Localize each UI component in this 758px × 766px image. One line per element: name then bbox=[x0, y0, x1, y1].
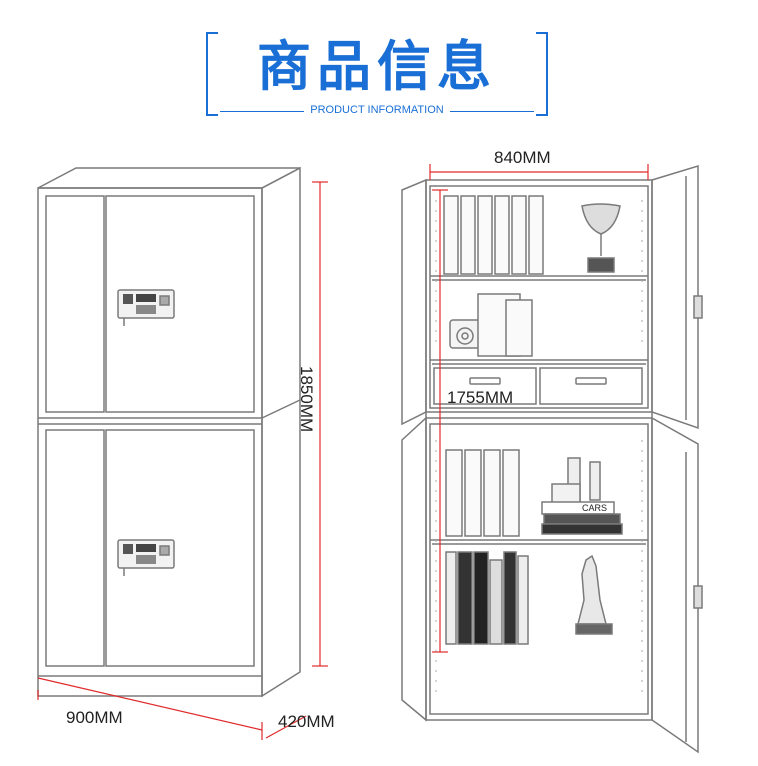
keypad-lock-lower bbox=[117, 539, 175, 576]
depth-label: 420MM bbox=[278, 712, 335, 731]
lower-left-door bbox=[45, 429, 105, 667]
header-bracket-left bbox=[206, 32, 218, 116]
open-cabinet bbox=[401, 164, 703, 754]
binders-upper bbox=[443, 195, 544, 275]
page-title: 商品信息 bbox=[257, 35, 497, 98]
page-subtitle: PRODUCT INFORMATION bbox=[206, 104, 548, 116]
width-label: 900MM bbox=[66, 708, 123, 727]
cabinet-front bbox=[37, 187, 263, 697]
inner-height-label: 1755MM bbox=[447, 388, 514, 407]
cabinet-side bbox=[261, 166, 301, 698]
drawer-left bbox=[433, 367, 537, 405]
inner-width-label: 840MM bbox=[494, 148, 551, 167]
upper-left-door bbox=[45, 195, 105, 413]
dog-statue-icon bbox=[575, 554, 613, 635]
closed-cabinet bbox=[37, 166, 301, 698]
drawer-right bbox=[539, 367, 643, 405]
open-door-upper-right bbox=[651, 164, 699, 430]
header: 商品信息 PRODUCT INFORMATION bbox=[206, 28, 548, 118]
open-door-lower-left bbox=[401, 416, 427, 722]
books-bottom bbox=[445, 551, 529, 645]
decor-bottles bbox=[551, 457, 601, 505]
picture-frames bbox=[477, 293, 533, 357]
open-door-upper-left bbox=[401, 178, 427, 426]
book-spine-cars: CARS bbox=[582, 503, 607, 513]
book-spine-vogue: VOGUE bbox=[478, 611, 487, 640]
lower-right-door bbox=[105, 429, 255, 667]
keypad-lock-upper bbox=[117, 289, 175, 326]
open-door-lower-right bbox=[651, 416, 699, 754]
stacked-books bbox=[541, 501, 623, 535]
dimension-lines bbox=[37, 164, 649, 740]
height-label: 1850MM bbox=[297, 366, 316, 433]
binders-lower bbox=[445, 449, 520, 537]
header-bracket-right bbox=[536, 32, 548, 116]
upper-right-door bbox=[105, 195, 255, 413]
cabinet-top bbox=[37, 167, 301, 189]
camera-icon bbox=[449, 319, 481, 349]
trophy-icon bbox=[581, 203, 621, 273]
